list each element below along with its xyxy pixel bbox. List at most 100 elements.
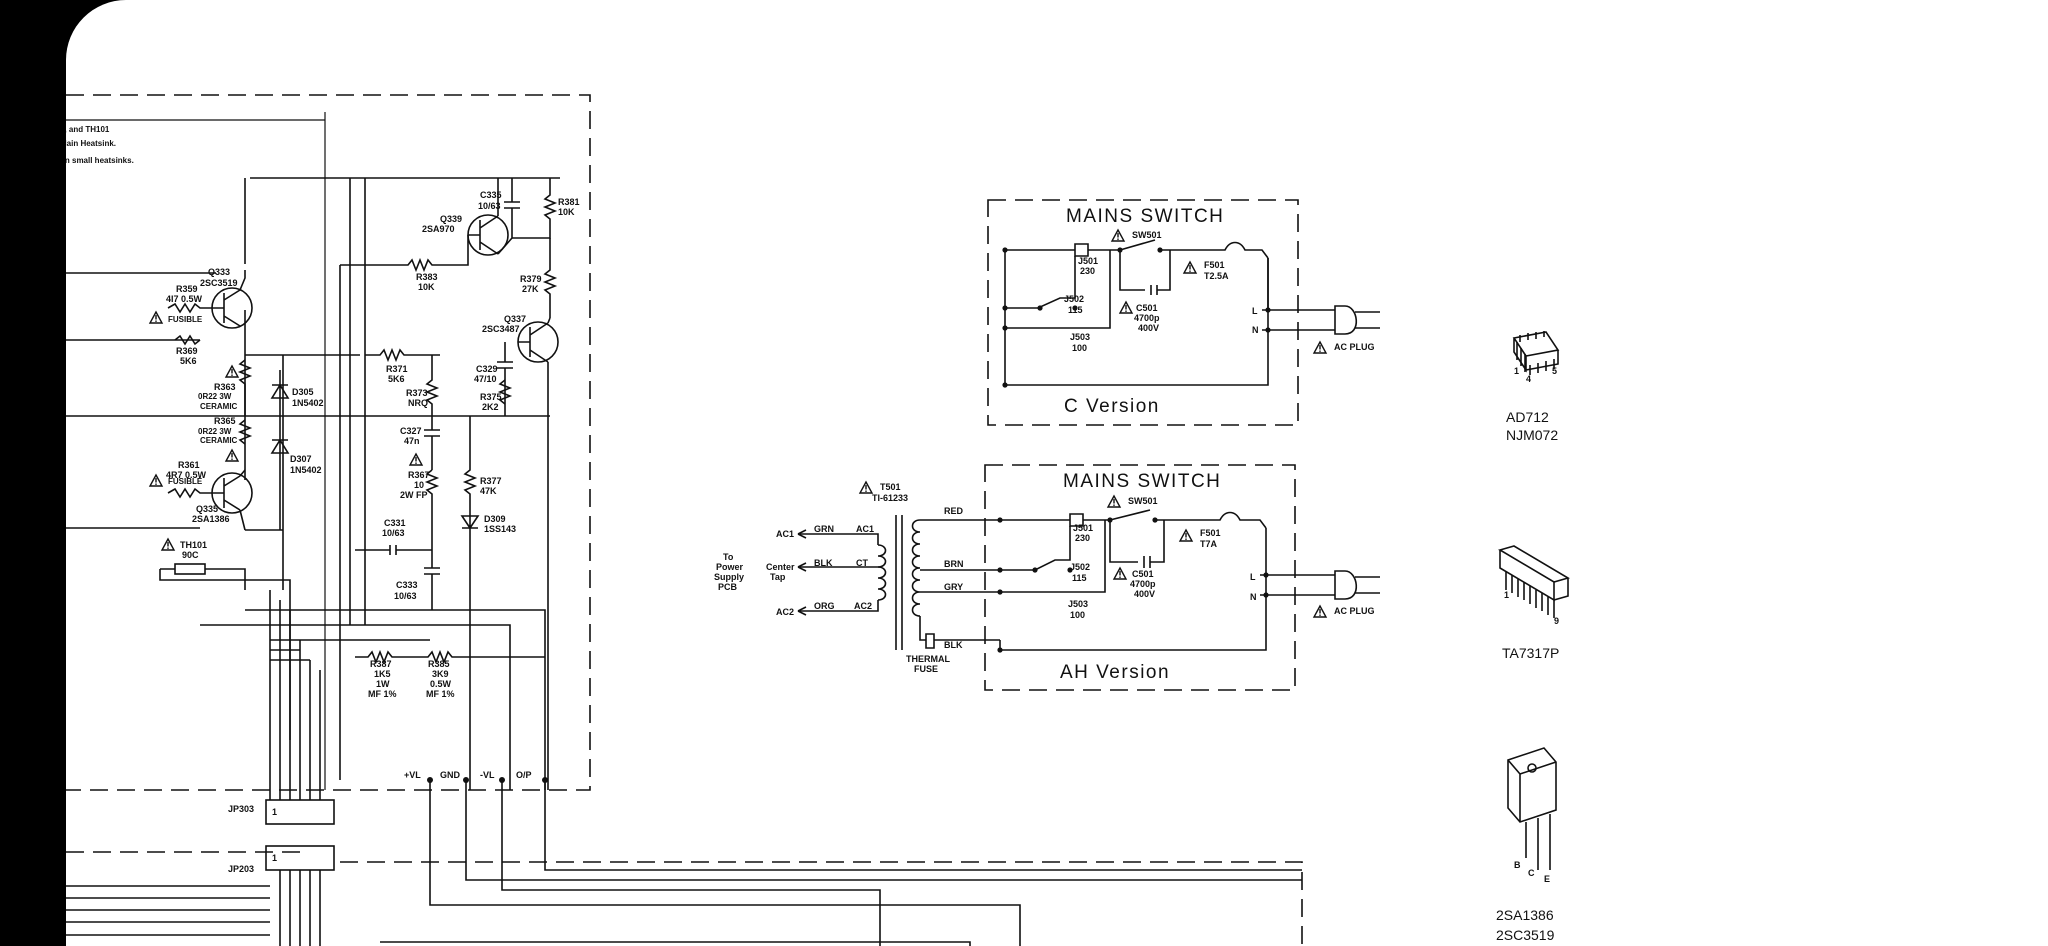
svg-text:4I7 0.5W: 4I7 0.5W [166, 294, 203, 304]
svg-text:Center: Center [766, 562, 795, 572]
svg-text:T2.5A: T2.5A [1204, 271, 1229, 281]
svg-text:FUSIBLE: FUSIBLE [168, 477, 203, 486]
svg-text:D307: D307 [290, 454, 312, 464]
svg-text:GRY: GRY [944, 582, 963, 592]
svg-text:115: 115 [1072, 573, 1087, 583]
svg-text:AC1: AC1 [856, 524, 874, 534]
svg-text:R381: R381 [558, 197, 580, 207]
transistor-q333: Q333 2SC3519 [200, 267, 253, 329]
svg-text:C335: C335 [480, 190, 502, 200]
svg-text:1N5402: 1N5402 [292, 398, 324, 408]
svg-text:+VL: +VL [404, 770, 421, 780]
power-transformer: To Power Supply PCB AC1 Center Tap AC2 G… [714, 481, 1000, 674]
svg-text:TI-61233: TI-61233 [872, 493, 908, 503]
svg-text:L: L [1252, 306, 1258, 316]
svg-text:R375: R375 [480, 392, 502, 402]
svg-text:T501: T501 [880, 482, 901, 492]
capacitor-c327: C327 47n [400, 416, 440, 470]
capacitor-c329: C329 47/10 [474, 342, 513, 416]
svg-text:GND: GND [440, 770, 461, 780]
svg-text:C329: C329 [476, 364, 498, 374]
svg-text:10K: 10K [558, 207, 575, 217]
lower-board-boundary [66, 851, 1303, 946]
svg-text:T7A: T7A [1200, 539, 1218, 549]
svg-text:27K: 27K [522, 284, 539, 294]
svg-text:CT: CT [856, 558, 868, 568]
package-to3p: B C E 2SA1386 2SC3519 [1496, 747, 1557, 943]
output-pins: +VL GND -VL O/P [404, 770, 1302, 946]
svg-text:10K: 10K [418, 282, 435, 292]
note-line-2: Main Heatsink. [66, 139, 116, 148]
resistor-r363: R363 0R22 3W CERAMIC [198, 359, 253, 416]
svg-text:400V: 400V [1138, 323, 1159, 333]
svg-text:C327: C327 [400, 426, 422, 436]
svg-text:D305: D305 [292, 387, 314, 397]
svg-text:2SC3519: 2SC3519 [200, 278, 238, 288]
svg-text:R363: R363 [214, 382, 236, 392]
resistor-r375: R375 2K2 [480, 379, 513, 412]
svg-text:400V: 400V [1134, 589, 1155, 599]
svg-text:C501: C501 [1136, 303, 1158, 313]
svg-text:2SA970: 2SA970 [422, 224, 455, 234]
svg-text:SW501: SW501 [1132, 230, 1162, 240]
svg-text:0R22 3W: 0R22 3W [198, 392, 232, 401]
svg-text:Q333: Q333 [208, 267, 230, 277]
svg-text:9: 9 [1554, 616, 1559, 626]
svg-text:F501: F501 [1204, 260, 1225, 270]
transistor-q337: Q337 2SC3487 [482, 314, 559, 790]
svg-text:1: 1 [1504, 590, 1509, 600]
svg-text:90C: 90C [182, 550, 199, 560]
note-line-3: on small heatsinks. [66, 156, 134, 165]
svg-text:D309: D309 [484, 514, 506, 524]
svg-text:MF 1%: MF 1% [368, 689, 397, 699]
svg-text:J503: J503 [1068, 599, 1088, 609]
svg-text:F501: F501 [1200, 528, 1221, 538]
svg-text:47K: 47K [480, 486, 497, 496]
svg-text:2SC3487: 2SC3487 [482, 324, 520, 334]
mains-c-title: MAINS SWITCH [1066, 206, 1224, 227]
svg-text:SW501: SW501 [1128, 496, 1158, 506]
svg-text:N: N [1250, 592, 1257, 602]
svg-text:N: N [1252, 325, 1259, 335]
resistor-r361: R361 4R7 0.5W FUSIBLE [149, 460, 212, 499]
svg-text:47/10: 47/10 [474, 374, 497, 384]
svg-text:L: L [1250, 572, 1256, 582]
svg-text:0R22 3W: 0R22 3W [198, 427, 232, 436]
svg-text:To: To [723, 552, 734, 562]
svg-text:100: 100 [1072, 343, 1087, 353]
svg-text:J501: J501 [1078, 256, 1098, 266]
svg-text:1W: 1W [376, 679, 390, 689]
svg-text:Q339: Q339 [440, 214, 462, 224]
svg-text:5: 5 [1552, 366, 1557, 376]
svg-text:C333: C333 [396, 580, 418, 590]
svg-text:AC1: AC1 [776, 529, 794, 539]
svg-text:R379: R379 [520, 274, 542, 284]
svg-text:4R7 0.5W: 4R7 0.5W [166, 470, 207, 480]
svg-text:100: 100 [1070, 610, 1085, 620]
svg-text:AC2: AC2 [854, 601, 872, 611]
mains-switch-ah-version: MAINS SWITCH SW501 J501 230 J502 115 J50… [984, 464, 1380, 691]
svg-text:AC PLUG: AC PLUG [1334, 606, 1375, 616]
svg-text:AC PLUG: AC PLUG [1334, 342, 1375, 352]
svg-text:10/63: 10/63 [478, 201, 501, 211]
transistor-q339: Q339 2SA970 [422, 214, 509, 256]
package-label-2sa1386: 2SA1386 [1496, 907, 1554, 923]
svg-text:C501: C501 [1132, 569, 1154, 579]
svg-text:10: 10 [414, 480, 424, 490]
thermistor-th101: TH101 90C [159, 538, 291, 740]
ac-plug-icon [1334, 570, 1380, 600]
svg-text:-VL: -VL [480, 770, 495, 780]
svg-text:PCB: PCB [718, 582, 738, 592]
svg-text:1: 1 [272, 807, 277, 817]
svg-text:2K2: 2K2 [482, 402, 499, 412]
svg-text:RED: RED [944, 506, 964, 516]
svg-text:115: 115 [1068, 305, 1083, 315]
transistor-q335: Q335 2SA1386 [192, 469, 253, 531]
diode-d309: D309 1SS143 [460, 510, 516, 790]
svg-text:NRQ: NRQ [408, 398, 428, 408]
svg-text:C331: C331 [384, 518, 406, 528]
svg-text:R359: R359 [176, 284, 198, 294]
svg-text:R369: R369 [176, 346, 198, 356]
svg-text:MF 1%: MF 1% [426, 689, 455, 699]
schematic-diagram: 5, and TH101 Main Heatsink. on small hea… [66, 94, 1571, 946]
